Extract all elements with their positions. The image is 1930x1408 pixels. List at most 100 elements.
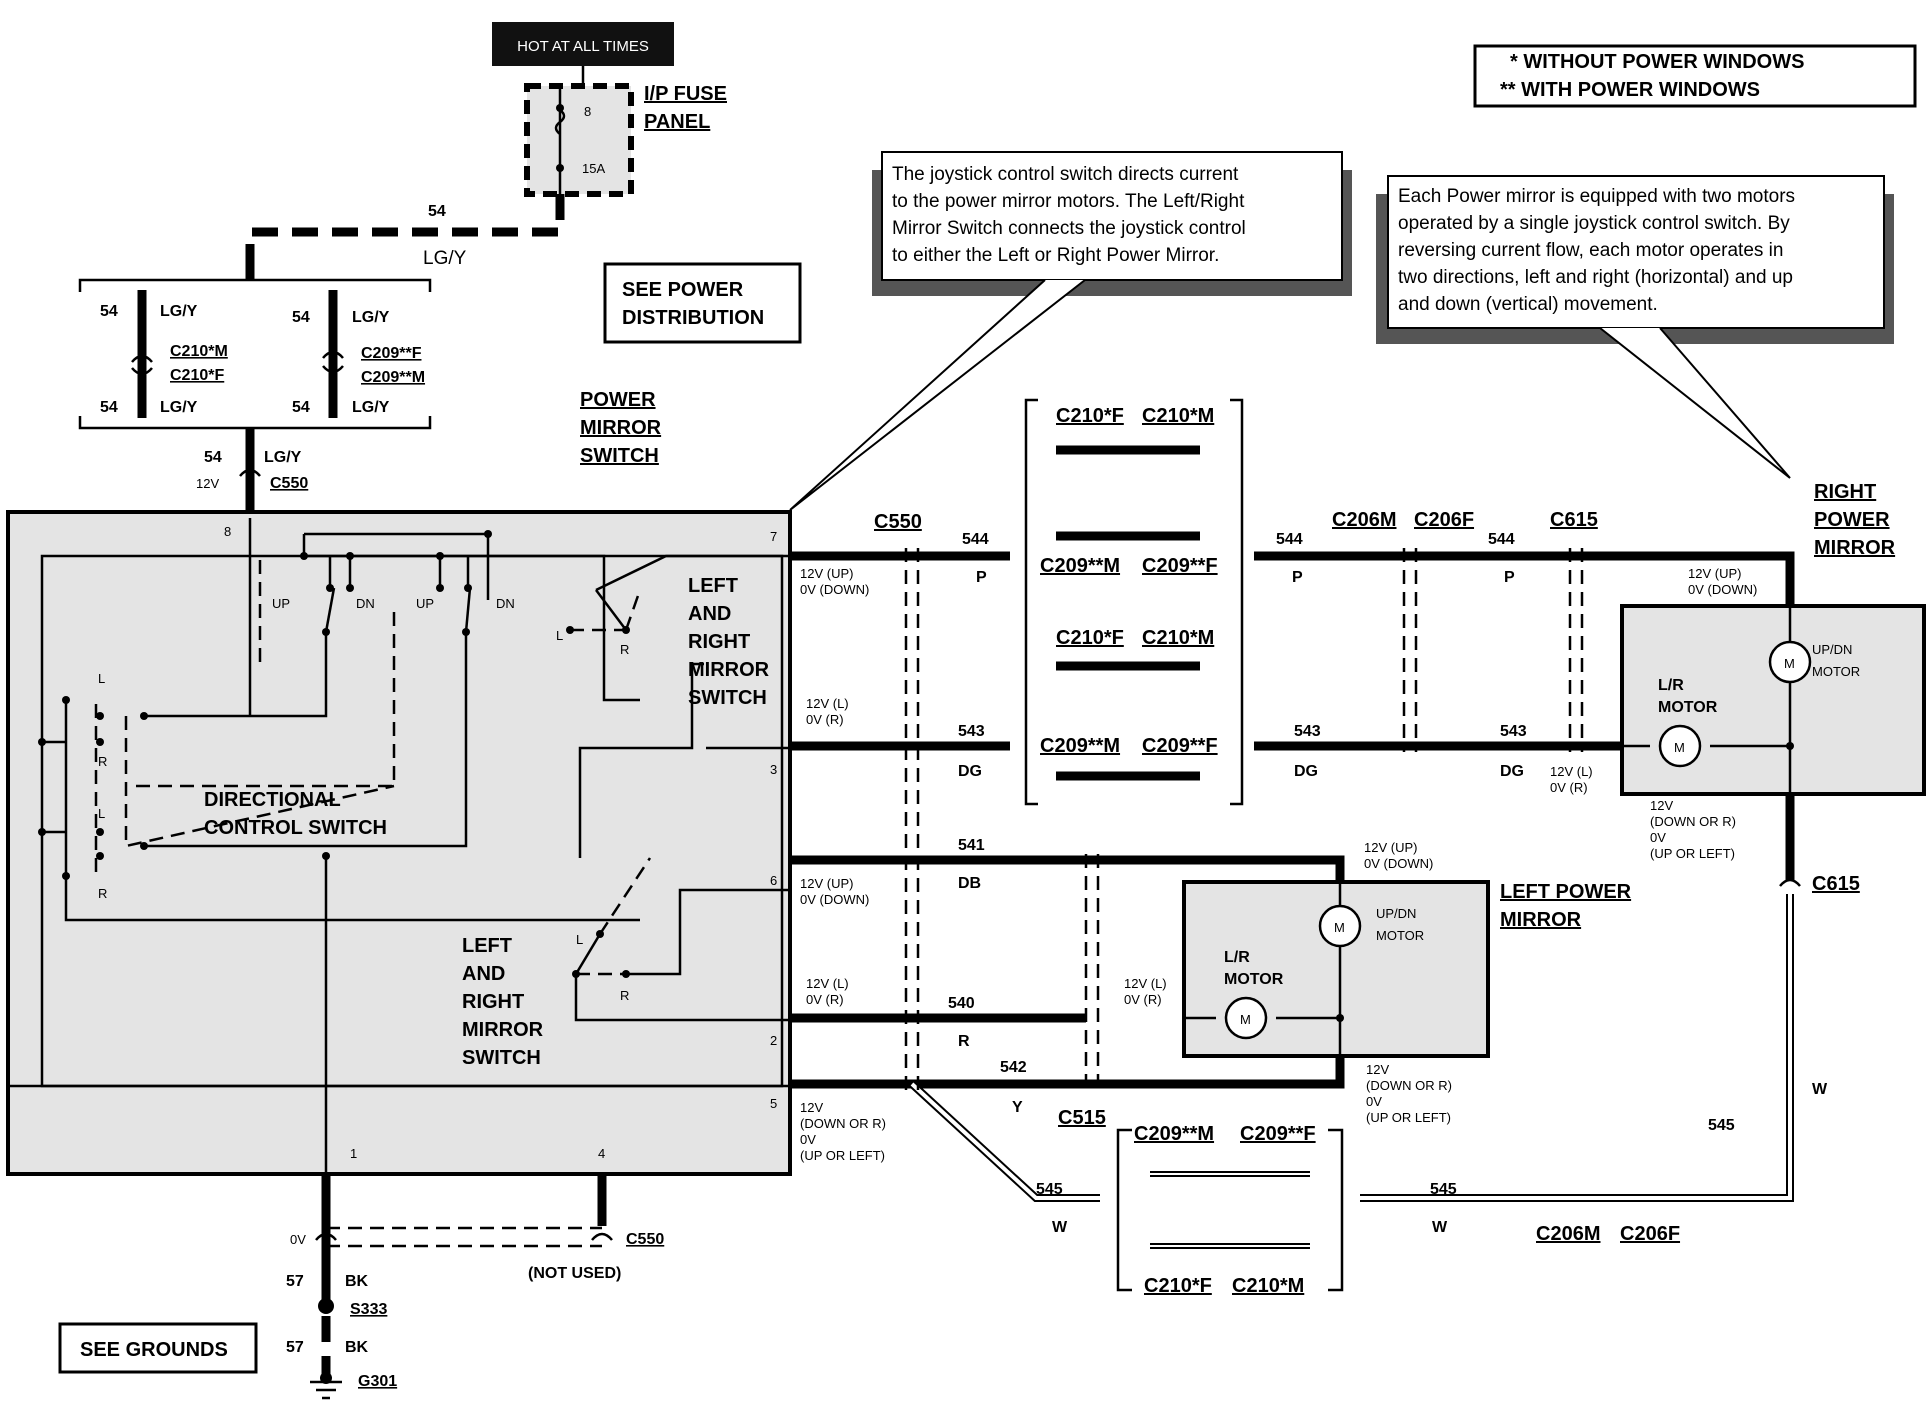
right-mirror-2: POWER — [1814, 509, 1890, 531]
pin-8: 8 — [224, 524, 231, 539]
fuse-number: 8 — [584, 104, 591, 119]
wire-57-a: 57 — [286, 1273, 304, 1290]
v-right-5-1: 12V — [1650, 798, 1673, 813]
right-mirror-3: MIRROR — [1814, 537, 1896, 559]
pin-3: 3 — [770, 762, 777, 777]
w543-a: 543 — [958, 723, 985, 740]
v-0-ground: 0V — [290, 1232, 306, 1247]
right-lr-2: MOTOR — [1658, 699, 1718, 716]
dir-l-2: L — [98, 806, 105, 821]
note-joystick: The joystick control switch directs curr… — [789, 151, 1352, 511]
lr-low-l: L — [576, 932, 583, 947]
wire-54-c: 54 — [100, 399, 118, 416]
legend-with: ** WITH POWER WINDOWS — [1500, 79, 1760, 101]
left-lr-1: L/R — [1224, 949, 1250, 966]
see-grounds[interactable]: SEE GROUNDS — [58, 1322, 258, 1374]
lr-low-r: R — [620, 988, 629, 1003]
directional-1: DIRECTIONAL — [204, 789, 341, 811]
v-right-r: 0V (R) — [1550, 780, 1588, 795]
w545-c: 545 — [1708, 1117, 1735, 1134]
conn-c210f-left: C210*F — [170, 367, 224, 384]
v-left-5-4: (UP OR LEFT) — [1366, 1110, 1451, 1125]
lr-sw-low-4: MIRROR — [462, 1019, 544, 1041]
dir-r-1: R — [98, 754, 107, 769]
conn-c615-top: C615 — [1550, 509, 1598, 531]
right-lr-1: L/R — [1658, 677, 1684, 694]
wire-lgy-d: LG/Y — [352, 399, 390, 416]
pin-6: 6 — [770, 873, 777, 888]
fuse-panel-label-2: PANEL — [644, 111, 710, 133]
lr-sw-up-3: RIGHT — [688, 631, 750, 653]
see-power-distribution[interactable]: SEE POWER DISTRIBUTION — [603, 262, 802, 344]
pin-5: 5 — [770, 1096, 777, 1111]
conn-c210m-c: C210*M — [1232, 1275, 1304, 1297]
wdb: DB — [958, 875, 981, 892]
conn-c515: C515 — [1058, 1107, 1106, 1129]
note-joystick-2: to the power mirror motors. The Left/Rig… — [892, 191, 1245, 212]
conn-c210m-a: C210*M — [1142, 405, 1214, 427]
wire-54-top: 54 — [428, 203, 446, 220]
conn-c210m-left: C210*M — [170, 343, 228, 360]
wire-lgy-b: LG/Y — [352, 309, 390, 326]
note-joystick-4: to either the Left or Right Power Mirror… — [892, 245, 1219, 266]
lr-up-l: L — [556, 628, 563, 643]
ww-c: W — [1812, 1081, 1828, 1098]
hot-label: HOT AT ALL TIMES — [492, 22, 674, 66]
legend-without: * WITHOUT POWER WINDOWS — [1510, 51, 1804, 73]
w543-b: 543 — [1294, 723, 1321, 740]
note-mirror-1: Each Power mirror is equipped with two m… — [1398, 186, 1795, 207]
see-power-1: SEE POWER — [622, 279, 744, 301]
legend-box: * WITHOUT POWER WINDOWS ** WITH POWER WI… — [1473, 44, 1917, 108]
wire-lgy-a: LG/Y — [160, 303, 198, 320]
wire-bk-a: BK — [345, 1273, 369, 1290]
pms-label-2: MIRROR — [580, 417, 662, 439]
conn-c209m-b: C209**M — [1040, 735, 1120, 757]
wire-54-d: 54 — [292, 399, 310, 416]
conn-c209f-left: C209**F — [361, 345, 422, 362]
conn-c209f-a: C209**F — [1142, 555, 1218, 577]
wire-54-e: 54 — [204, 449, 222, 466]
pin-7: 7 — [770, 529, 777, 544]
w545-b: 545 — [1430, 1181, 1457, 1198]
v-left-r: 0V (R) — [1124, 992, 1162, 1007]
pin-2: 2 — [770, 1033, 777, 1048]
ground-g301: G301 — [358, 1373, 397, 1390]
left-updn-m: M — [1334, 920, 1345, 935]
conn-c550-top: C550 — [270, 475, 308, 492]
v-12-in: 12V — [196, 476, 219, 491]
v-left-5-1: 12V — [1366, 1062, 1389, 1077]
right-lr-m: M — [1674, 740, 1685, 755]
conn-c210f-b: C210*F — [1056, 627, 1124, 649]
conn-c209f-b: C209**F — [1142, 735, 1218, 757]
lr-sw-up-4: MIRROR — [688, 659, 770, 681]
left-lr-m: M — [1240, 1012, 1251, 1027]
v-pin3-r: 0V (R) — [806, 712, 844, 727]
lr-sw-up-2: AND — [688, 603, 731, 625]
v-pin5-3: 0V — [800, 1132, 816, 1147]
v-pin2-r: 0V (R) — [806, 992, 844, 1007]
wdg-a: DG — [958, 763, 982, 780]
w541: 541 — [958, 837, 985, 854]
lr-sw-up-1: LEFT — [688, 575, 738, 597]
v-right-up: 12V (UP) — [1688, 566, 1741, 581]
v-left-5-2: (DOWN OR R) — [1366, 1078, 1452, 1093]
fuse-panel-label-1: I/P FUSE — [644, 83, 727, 105]
not-used: (NOT USED) — [528, 1265, 621, 1282]
right-updn-m: M — [1784, 656, 1795, 671]
pin-4: 4 — [598, 1146, 605, 1161]
v-pin7-down: 0V (DOWN) — [800, 582, 869, 597]
w544-a: 544 — [962, 531, 989, 548]
conn-c206f-top: C206F — [1414, 509, 1474, 531]
v-pin2-l: 12V (L) — [806, 976, 849, 991]
left-updn-1: UP/DN — [1376, 906, 1416, 921]
v-right-l: 12V (L) — [1550, 764, 1593, 779]
dir-l-1: L — [98, 671, 105, 686]
dir-r-2: R — [98, 886, 107, 901]
v-left-up: 12V (UP) — [1364, 840, 1417, 855]
note-joystick-3: Mirror Switch connects the joystick cont… — [892, 218, 1246, 239]
note-joystick-1: The joystick control switch directs curr… — [892, 164, 1239, 185]
wire-lgy-top: LG/Y — [423, 248, 467, 269]
v-pin7-up: 12V (UP) — [800, 566, 853, 581]
conn-c550-bottom: C550 — [626, 1231, 664, 1248]
